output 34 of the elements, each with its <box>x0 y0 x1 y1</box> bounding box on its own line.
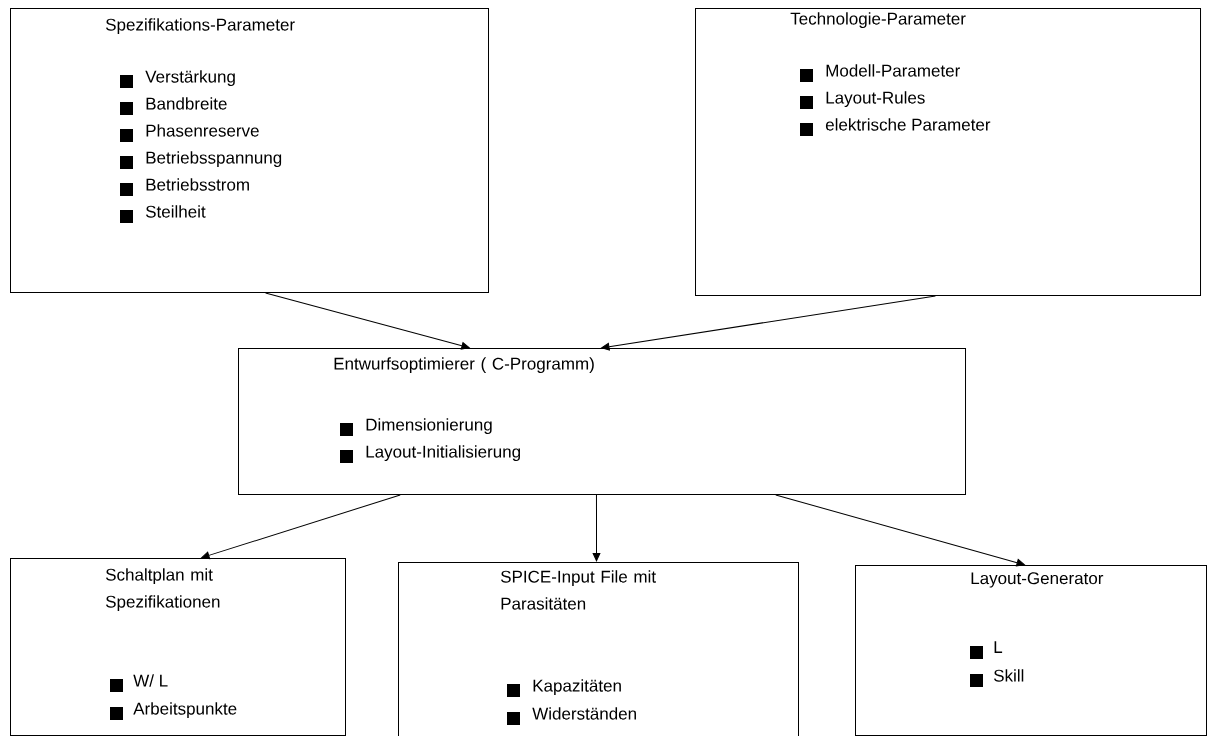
process-box <box>10 558 346 736</box>
arrow <box>201 494 401 560</box>
bullet-item: Modell-Parameter <box>800 64 960 82</box>
box-heading: Schaltplan mit Spezifikationen <box>105 568 220 612</box>
process-box <box>855 565 1207 736</box>
process-box <box>238 348 966 495</box>
arrow <box>592 494 601 562</box>
arrow <box>775 494 1025 567</box>
bullet-item: Betriebsstrom <box>120 178 249 196</box>
process-box <box>10 8 489 293</box>
bullet-item: Steilheit <box>120 205 206 223</box>
box-heading: SPICE-Input File mit Parasitäten <box>501 570 656 610</box>
box-heading: Layout-Generator <box>971 572 1104 588</box>
bullet-item: Dimensionierung <box>340 418 492 436</box>
bullet-item: elektrische Parameter <box>800 118 991 136</box>
process-box <box>398 562 799 736</box>
process-box <box>695 8 1201 296</box>
bullet-item: Widerständen <box>507 707 636 725</box>
box-heading: Entwurfsoptimierer ( C-Programm) <box>334 357 594 374</box>
bullet-item: Arbeitspunkte <box>110 702 237 720</box>
bullet-item: Betriebsspannung <box>120 151 282 169</box>
bullet-item: Phasenreserve <box>120 124 259 142</box>
bullet-item: L <box>970 641 1003 659</box>
bullet-item: Layout-Initialisierung <box>340 445 520 463</box>
bullet-item: Bandbreite <box>120 97 227 115</box>
arrow <box>601 295 936 351</box>
bullet-item: Skill <box>970 669 1024 687</box>
bullet-item: Layout-Rules <box>800 91 925 109</box>
bullet-item: Kapazitäten <box>507 679 621 697</box>
bullet-item: Verstärkung <box>120 70 235 88</box>
arrow <box>265 292 470 350</box>
box-heading: Spezifikations-Parameter <box>105 18 295 35</box>
bullet-item: W/ L <box>110 674 168 692</box>
box-heading: Technologie-Parameter <box>790 12 966 29</box>
